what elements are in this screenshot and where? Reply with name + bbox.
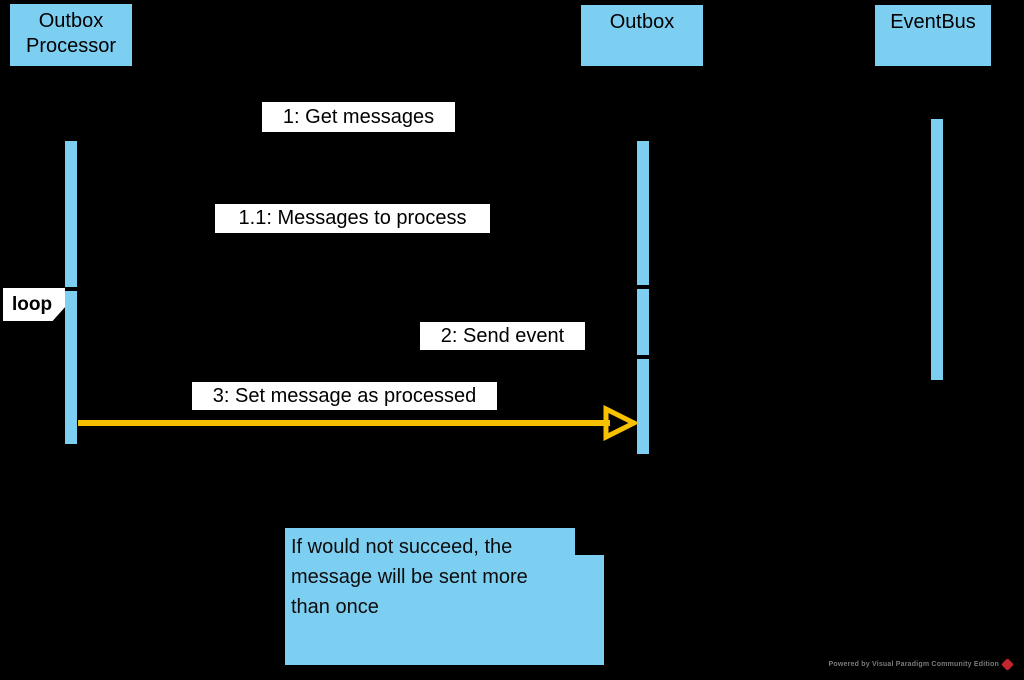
- activation-bar-outbox-processor-2: [64, 290, 78, 445]
- message-label-messages-to-process: 1.1: Messages to process: [215, 204, 490, 233]
- activation-bar-outbox-1: [636, 140, 650, 286]
- watermark: Powered by Visual Paradigm Community Edi…: [829, 656, 1016, 672]
- activation-bar-outbox-3: [636, 358, 650, 455]
- activation-bar-outbox-processor-1: [64, 140, 78, 288]
- visual-paradigm-logo-icon: [1001, 657, 1014, 671]
- message-label-get-messages: 1: Get messages: [262, 102, 455, 132]
- message-label-set-message-processed: 3: Set message as processed: [192, 382, 497, 410]
- loop-fragment-label: loop: [3, 288, 65, 321]
- message-arrow-set-processed: [78, 405, 638, 441]
- participant-eventbus: EventBus: [873, 3, 993, 68]
- activation-bar-outbox-2: [636, 288, 650, 356]
- note-body: [283, 526, 606, 667]
- arrowhead-icon: [603, 405, 638, 441]
- participant-outbox-processor: Outbox Processor: [8, 2, 134, 68]
- note-shape: [283, 526, 606, 667]
- activation-bar-eventbus: [930, 118, 944, 381]
- note-text: If would not succeed, the message will b…: [291, 536, 528, 618]
- watermark-text: Powered by Visual Paradigm Community Edi…: [828, 660, 999, 668]
- message-label-send-event: 2: Send event: [420, 322, 585, 350]
- participant-outbox: Outbox: [579, 3, 705, 68]
